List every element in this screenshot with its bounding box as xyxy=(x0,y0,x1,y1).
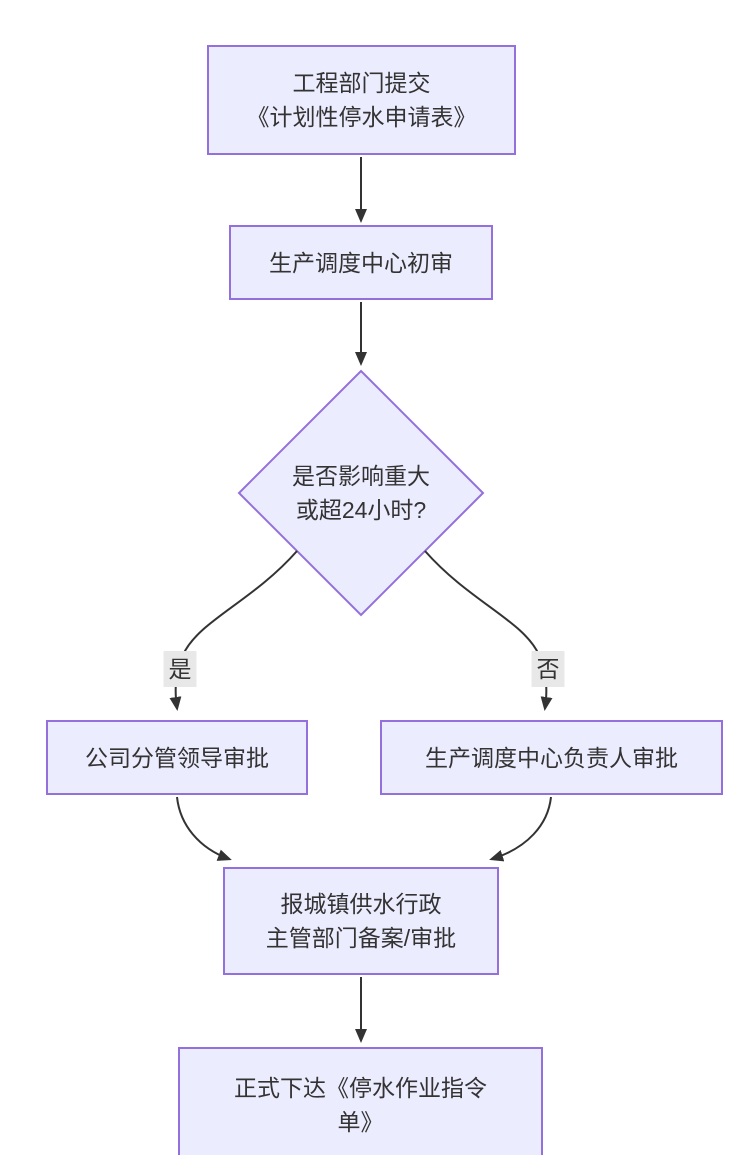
node-dispatch-head-approval: 生产调度中心负责人审批 xyxy=(380,720,723,795)
edge-leader-to-report xyxy=(176,796,232,861)
node-decision-line2: 或超24小时? xyxy=(295,497,427,523)
edge-label-yes: 是 xyxy=(163,651,197,687)
node-leader-approval-label: 公司分管领导审批 xyxy=(85,744,269,771)
node-decision-line1: 是否影响重大 xyxy=(292,463,430,489)
node-initial-review: 生产调度中心初审 xyxy=(229,225,493,300)
node-submit-application: 工程部门提交 《计划性停水申请表》 xyxy=(207,45,516,155)
node-initial-review-label: 生产调度中心初审 xyxy=(269,249,453,276)
node-report-authority-line2: 主管部门备案/审批 xyxy=(265,925,457,951)
node-issue-order-line1: 正式下达《停水作业指令 xyxy=(234,1075,487,1101)
node-dispatch-head-approval-label: 生产调度中心负责人审批 xyxy=(425,744,678,771)
node-submit-line1: 工程部门提交 xyxy=(292,70,431,96)
decision-diamond-shape xyxy=(237,369,485,617)
node-submit-line2: 《计划性停水申请表》 xyxy=(246,104,477,130)
node-leader-approval: 公司分管领导审批 xyxy=(46,720,308,795)
edge-label-no: 否 xyxy=(531,651,565,687)
node-report-authority: 报城镇供水行政 主管部门备案/审批 xyxy=(223,867,499,975)
node-decision: 是否影响重大 或超24小时? xyxy=(251,453,471,533)
edge-decision-no xyxy=(424,550,553,711)
edge-decision-yes xyxy=(169,550,298,711)
edge-dispatchhead-to-report xyxy=(489,796,552,862)
node-issue-order-line2: 单》 xyxy=(337,1109,384,1135)
node-report-authority-line1: 报城镇供水行政 xyxy=(280,891,442,917)
node-issue-order: 正式下达《停水作业指令 单》 xyxy=(178,1047,543,1155)
